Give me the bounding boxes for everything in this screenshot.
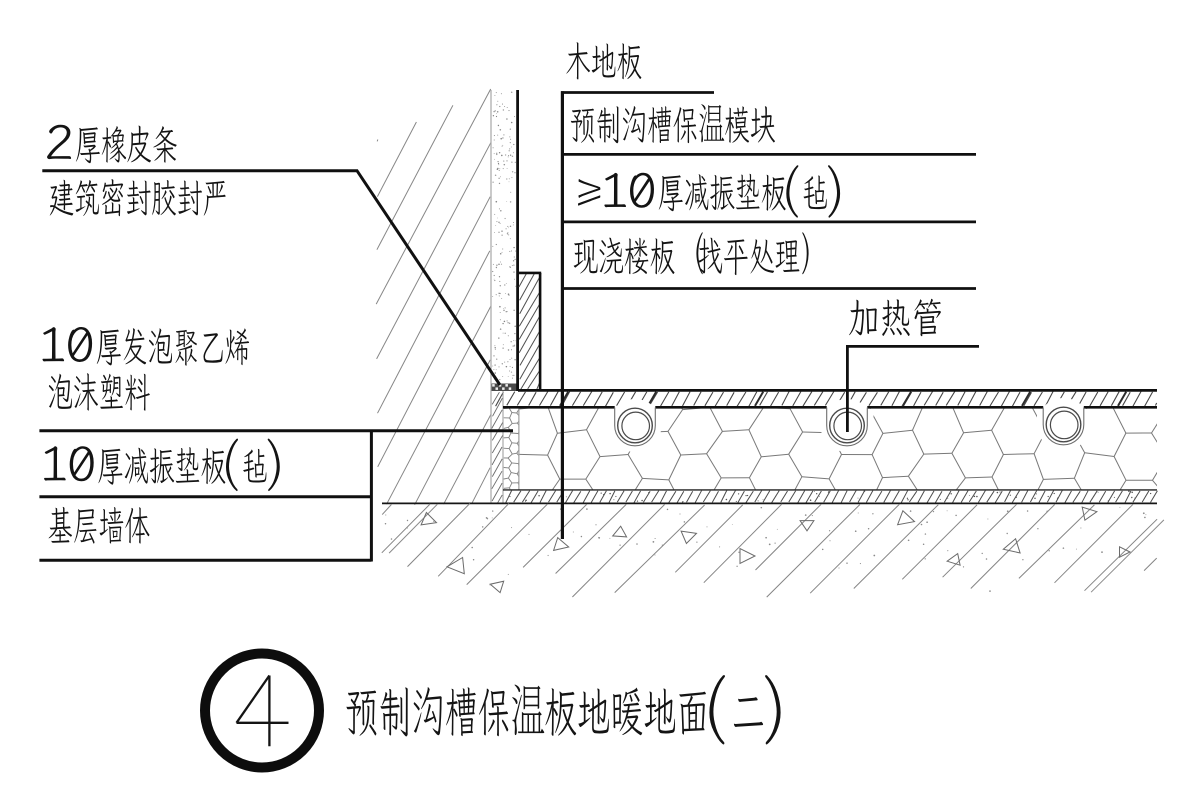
heating-pipe-3 xyxy=(1037,398,1090,451)
figure-title xyxy=(346,675,781,745)
heating-pipe-1 xyxy=(608,399,662,452)
label-heating-pipe xyxy=(849,298,941,337)
label-wood-floor xyxy=(566,42,642,80)
callout-lines xyxy=(39,91,979,562)
labels xyxy=(42,42,941,745)
heating-pipes xyxy=(503,398,1157,452)
label-pe-foam-1 xyxy=(42,327,250,366)
figure-number-digit xyxy=(235,674,289,747)
insulation-module-layer xyxy=(503,407,1157,490)
rubber-seal-strip xyxy=(491,383,518,391)
concrete-slab xyxy=(381,502,1165,598)
label-wall-damping-pad xyxy=(44,438,280,492)
label-rubber-strip xyxy=(47,124,177,164)
heating-pipe-outline-1 xyxy=(614,407,656,447)
heating-pipe-outline-3 xyxy=(1042,406,1085,446)
wood-floor-layer xyxy=(495,389,1158,407)
figure-number-bubble xyxy=(200,648,324,773)
label-damping-pad xyxy=(578,165,841,218)
label-sealant xyxy=(49,179,226,217)
label-base-wall xyxy=(48,506,150,544)
figure-number-circle xyxy=(200,648,324,773)
skirting-board xyxy=(518,271,542,391)
label-slab xyxy=(573,232,809,276)
label-insulation-module xyxy=(570,104,775,144)
leader-rubber-strip xyxy=(42,169,502,386)
label-pe-foam-2 xyxy=(48,373,150,411)
damping-pad-layer xyxy=(503,489,1158,504)
wall-insulation-strip xyxy=(490,90,517,503)
